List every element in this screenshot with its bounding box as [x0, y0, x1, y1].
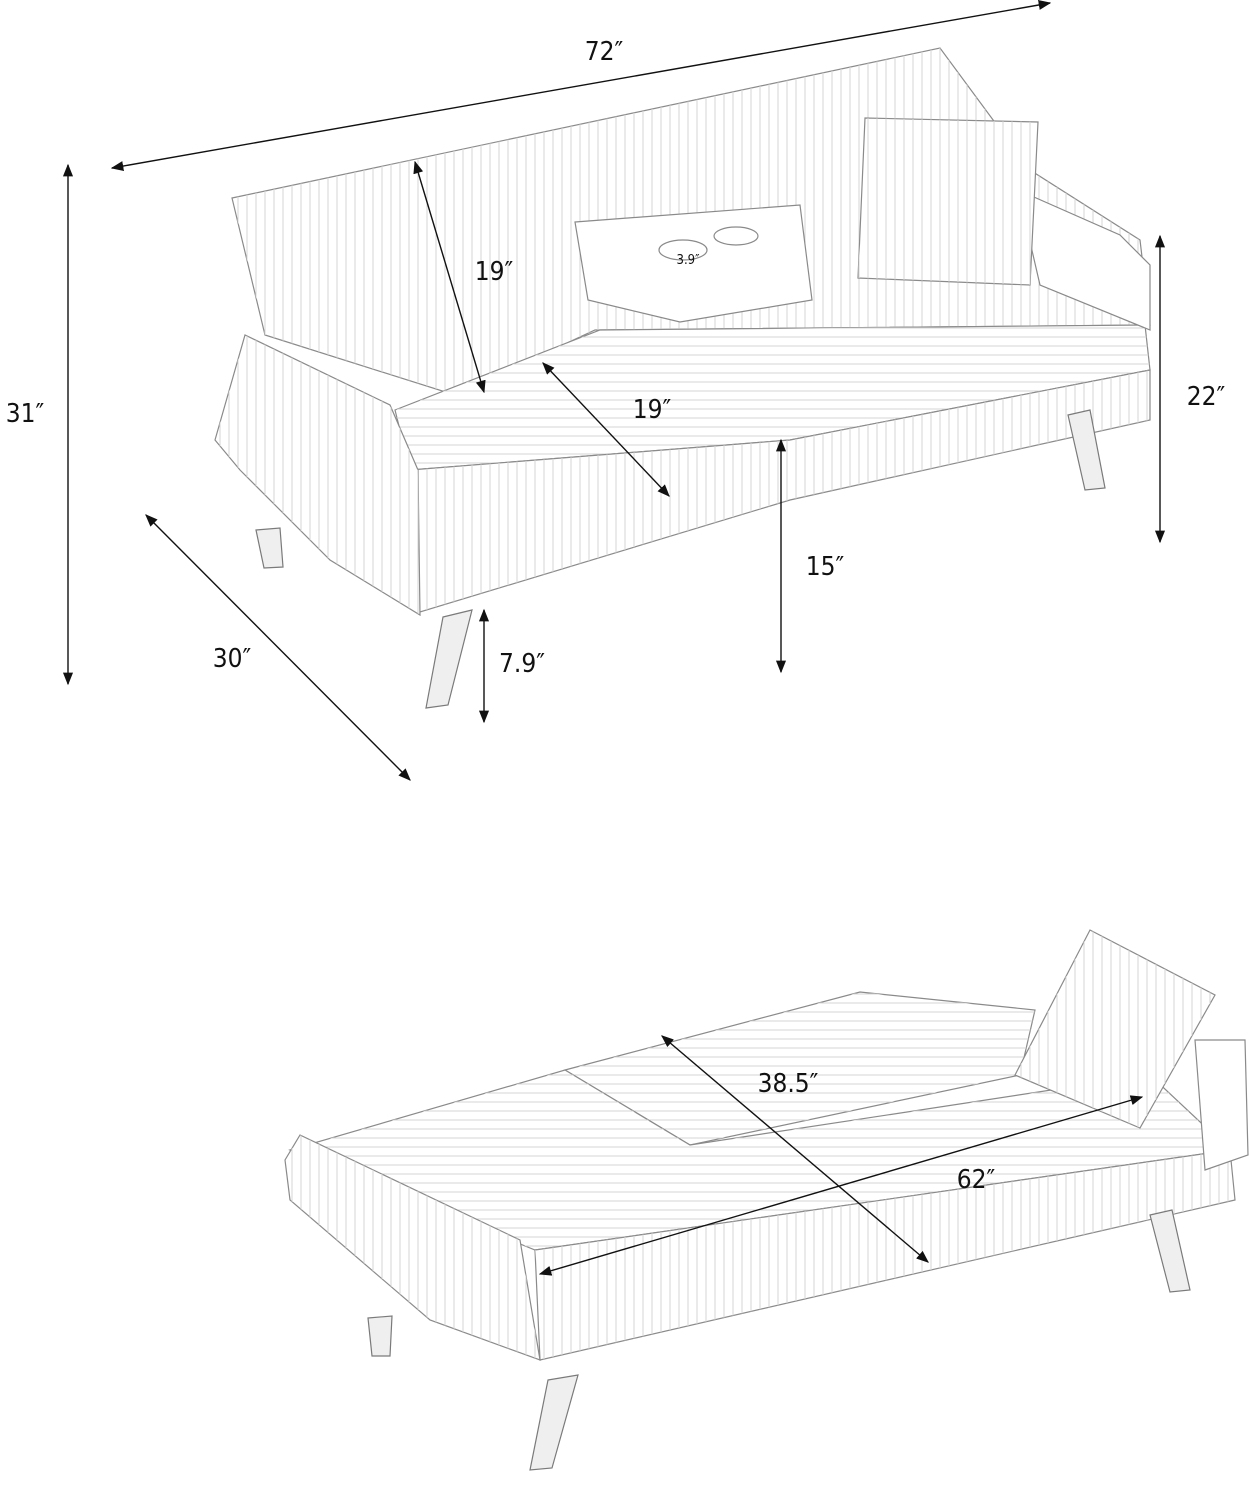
- arm-height-label: 22″: [1187, 382, 1226, 412]
- back-height-label: 19″: [475, 257, 514, 287]
- back-height-line: [413, 160, 486, 394]
- bed-right-arm: [1194, 1039, 1249, 1171]
- seat-depth-label: 19″: [633, 395, 672, 425]
- bed-dimension-lines: [538, 1035, 1144, 1276]
- bed-depth-label: 38.5″: [758, 1069, 819, 1099]
- cup-holder-left: [658, 239, 708, 261]
- upright-leg-back-left: [255, 527, 284, 569]
- bed-length-line: [538, 1095, 1144, 1276]
- overall-depth-line: [145, 514, 411, 781]
- upright-leg-front-left: [425, 609, 473, 709]
- overall-height-label: 31″: [6, 399, 45, 429]
- bed-leg-front-left: [529, 1374, 579, 1471]
- upright-right-arm: [1017, 188, 1151, 331]
- overall-depth-label: 30″: [213, 644, 252, 674]
- upright-leg-right: [1067, 409, 1106, 491]
- bed-leg-right: [1149, 1209, 1191, 1293]
- seat-height-label: 15″: [806, 552, 845, 582]
- cup-holder-right: [713, 226, 759, 246]
- upright-sofa-illustration: [214, 47, 1151, 709]
- upright-dimension-lines: [62, 0, 1166, 781]
- bed-leg-back-left: [367, 1315, 393, 1357]
- leg-height-label: 7.9″: [499, 649, 545, 679]
- bed-sofa-illustration: [284, 929, 1249, 1471]
- overall-width-line: [110, 0, 1052, 171]
- overall-width-label: 72″: [585, 37, 624, 67]
- cup-holder-label: 3.9″: [677, 253, 701, 268]
- bed-length-label: 62″: [957, 1165, 996, 1195]
- upright-dimension-labels: 72″ 31″ 30″ 19″ 19″ 3.9″ 22″ 15″ 7.9″: [6, 37, 1226, 679]
- seat-depth-line: [542, 362, 670, 497]
- bed-dimension-labels: 38.5″ 62″: [758, 1069, 996, 1195]
